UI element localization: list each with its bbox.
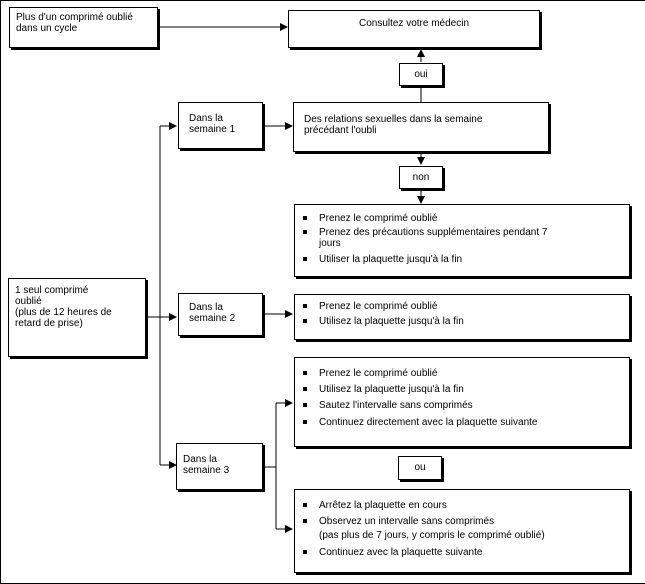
frame-left-edge — [0, 0, 1, 584]
box-text-line: 1 seul comprimé — [15, 285, 89, 296]
frame-top-edge — [0, 0, 645, 1]
action-list: Prenez le comprimé oublié Prenez des pré… — [299, 213, 625, 265]
action-item: Utilisez la plaquette jusqu'à la fin — [299, 384, 625, 395]
action-item: Prenez le comprimé oublié — [299, 301, 625, 312]
box-semaine-2: Dans la semaine 2 — [178, 293, 263, 336]
box-actions-semaine-1: Prenez le comprimé oublié Prenez des pré… — [294, 204, 630, 277]
action-item: Prenez des précautions supplémentaires p… — [299, 227, 564, 249]
box-actions-semaine-3a: Prenez le comprimé oublié Utilisez la pl… — [294, 357, 630, 447]
action-list: Arrêtez la plaquette en cours Observez u… — [299, 500, 625, 527]
action-item: Continuez avec la plaquette suivante — [299, 547, 625, 558]
box-text-line: Plus d'un comprimé oublié — [16, 12, 133, 23]
box-text-line: oublié — [15, 296, 42, 307]
action-item: Utiliser la plaquette jusqu'à la fin — [299, 254, 625, 265]
action-item: Prenez le comprimé oublié — [299, 213, 625, 224]
box-ou: ou — [398, 456, 442, 480]
action-item: Sautez l'intervalle sans comprimés — [299, 400, 625, 411]
box-semaine-1: Dans la semaine 1 — [178, 102, 263, 149]
box-text-line: précédant l'oubli — [304, 125, 377, 136]
box-text-line: Des relations sexuelles dans la semaine — [304, 114, 483, 125]
box-text-line: semaine 2 — [189, 313, 236, 324]
box-plus-un-comprime: Plus d'un comprimé oublié dans un cycle — [9, 7, 158, 48]
box-text-line: semaine 3 — [183, 465, 230, 476]
action-note: (pas plus de 7 jours, y compris le compr… — [319, 530, 545, 541]
action-item: Observez un intervalle sans comprimés — [299, 516, 625, 527]
box-text-line: Dans la — [189, 113, 223, 124]
action-item: Prenez le comprimé oublié — [299, 368, 625, 379]
action-item: Arrêtez la plaquette en cours — [299, 500, 625, 511]
action-item: Utilisez la plaquette jusqu'à la fin — [299, 316, 625, 327]
box-text-line: retard de prise) — [15, 318, 83, 329]
box-actions-semaine-3b: Arrêtez la plaquette en cours Observez u… — [294, 489, 630, 573]
box-text-line: Dans la — [189, 302, 223, 313]
box-oui: oui — [399, 63, 443, 86]
box-relations-sexuelles: Des relations sexuelles dans la semaine … — [293, 102, 549, 152]
box-non: non — [399, 166, 443, 189]
action-list: Prenez le comprimé oublié Utilisez la pl… — [299, 301, 625, 327]
box-un-seul-comprime: 1 seul comprimé oublié (plus de 12 heure… — [8, 278, 146, 357]
box-text-line: (plus de 12 heures de — [15, 307, 112, 318]
box-consultez-medecin: Consultez votre médecin — [288, 10, 540, 48]
box-text-line: semaine 1 — [189, 124, 236, 135]
box-text: non — [412, 172, 430, 183]
box-text: Consultez votre médecin — [358, 18, 470, 29]
box-semaine-3: Dans la semaine 3 — [176, 443, 263, 490]
box-text: ou — [414, 462, 426, 473]
box-actions-semaine-2: Prenez le comprimé oublié Utilisez la pl… — [294, 294, 630, 340]
box-text: oui — [414, 69, 428, 80]
action-list: Prenez le comprimé oublié Utilisez la pl… — [299, 368, 625, 428]
action-list: Continuez avec la plaquette suivante — [299, 547, 625, 558]
box-text-line: Dans la — [183, 454, 217, 465]
action-item: Continuez directement avec la plaquette … — [299, 417, 625, 428]
box-text-line: dans un cycle — [16, 23, 78, 34]
